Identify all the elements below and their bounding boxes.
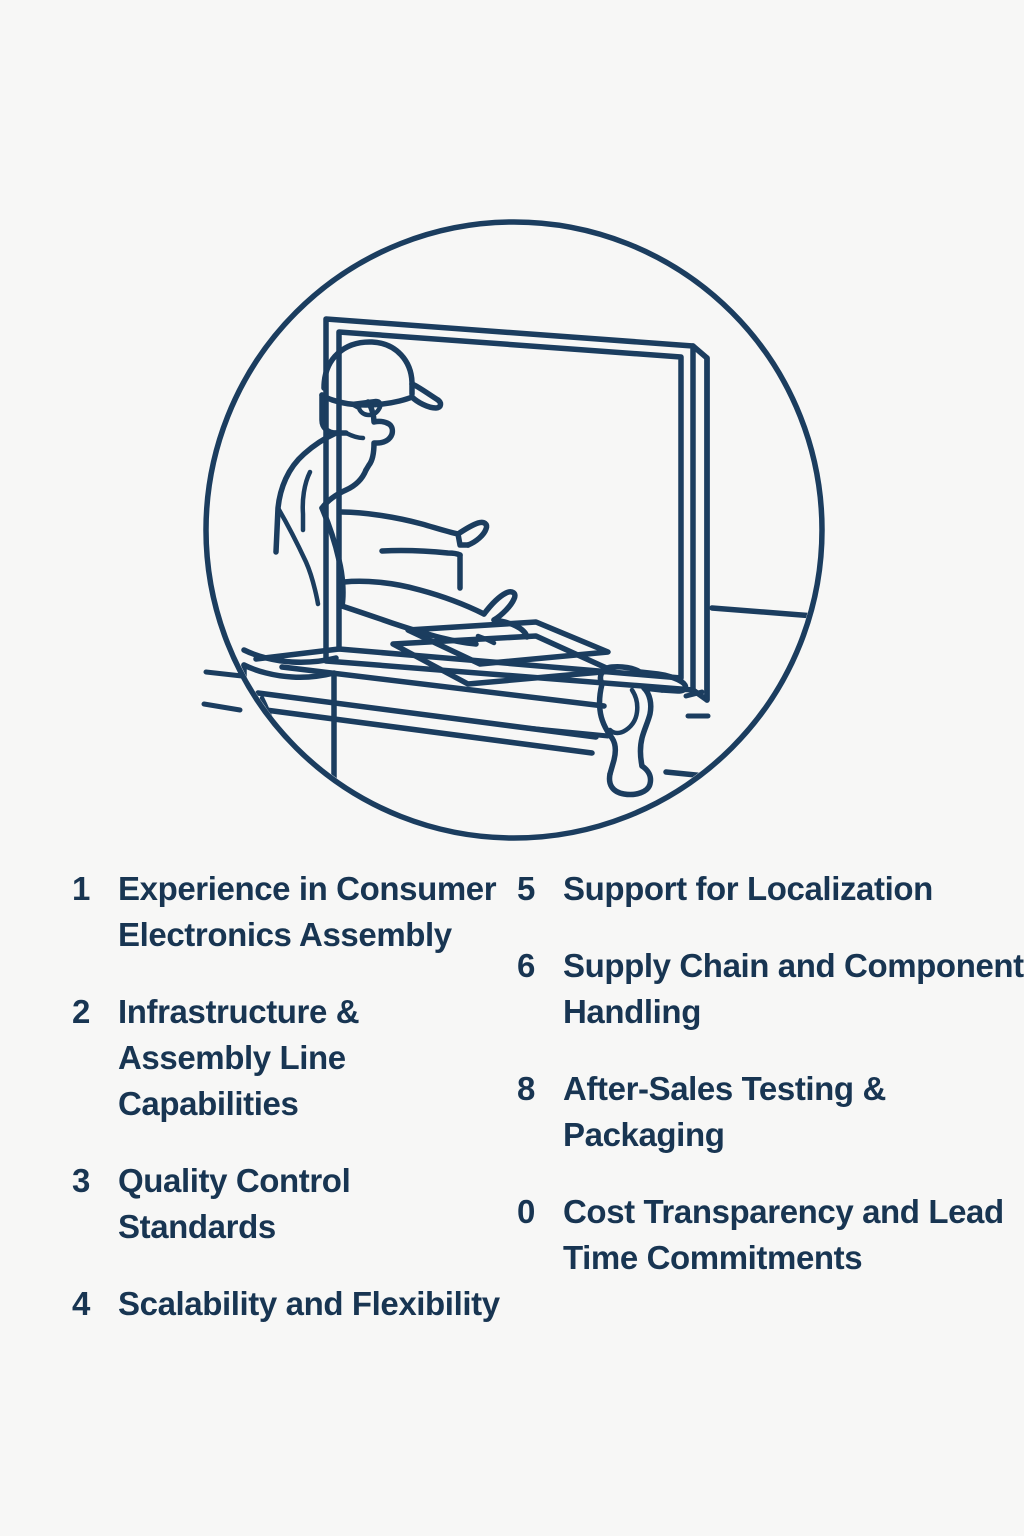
list-item-label: Experience in Consumer Electronics Assem… — [118, 870, 497, 953]
power-drill-icon — [596, 664, 689, 798]
cap-crown-icon — [321, 339, 415, 397]
neck-front-icon — [319, 467, 369, 511]
lower-arm-icon — [341, 578, 487, 617]
tv-screen-outer-icon — [323, 316, 696, 693]
list-item-label: Cost Transparency and Lead Time Commitme… — [563, 1193, 1004, 1276]
list-item: 8 After-Sales Testing & Packaging — [517, 1066, 1024, 1158]
floor-line-icon — [709, 605, 817, 619]
upper-arm-icon — [339, 509, 461, 537]
list-item-number: 8 — [517, 1070, 536, 1107]
motion-marks-icon — [201, 669, 711, 739]
safety-glasses-icon — [349, 398, 383, 418]
hand-lower-icon — [481, 589, 518, 623]
floor-line-2-icon — [663, 769, 719, 780]
list-item-label: Supply Chain and Component Handling — [563, 947, 1024, 1030]
list-item-number: 0 — [517, 1193, 536, 1230]
waistband-lower-icon — [241, 662, 337, 680]
checklist: 1 Experience in Consumer Electronics Ass… — [0, 866, 1024, 1358]
waistband-icon — [241, 647, 339, 665]
list-item-number: 2 — [72, 993, 91, 1030]
list-item: 6 Supply Chain and Component Handling — [517, 943, 1024, 1035]
list-item-number: 1 — [72, 870, 91, 907]
sleeve-fold-icon — [300, 469, 313, 533]
list-item-label: Infrastructure & Assembly Line Capabilit… — [118, 993, 360, 1122]
illustration-panel — [201, 219, 825, 841]
checklist-column-left: 1 Experience in Consumer Electronics Ass… — [0, 866, 505, 1358]
shoulder-back-icon — [273, 430, 339, 555]
list-item: 3 Quality Control Standards — [72, 1158, 505, 1250]
list-item-label: Support for Localization — [563, 870, 933, 907]
list-item-number: 4 — [72, 1285, 91, 1322]
checklist-column-right: 5 Support for Localization 6 Supply Chai… — [505, 866, 1024, 1312]
keyboard-panel-icon — [405, 619, 611, 667]
list-item: 2 Infrastructure & Assembly Line Capabil… — [72, 989, 505, 1127]
list-item: 1 Experience in Consumer Electronics Ass… — [72, 866, 505, 958]
list-item-label: Scalability and Flexibility — [118, 1285, 500, 1322]
assembly-illustration — [201, 219, 825, 841]
hand-upper-icon — [455, 519, 490, 548]
circle-frame-icon — [203, 219, 825, 841]
tv-screen-inner-icon — [336, 329, 684, 681]
list-item: 5 Support for Localization — [517, 866, 1024, 912]
list-item-label: Quality Control Standards — [118, 1162, 351, 1245]
torso-front-icon — [319, 505, 346, 609]
list-item-number: 5 — [517, 870, 536, 907]
list-item-number: 6 — [517, 947, 536, 984]
forearm-lower-icon — [379, 547, 463, 558]
list-item: 0 Cost Transparency and Lead Time Commit… — [517, 1189, 1024, 1281]
list-item-number: 3 — [72, 1162, 91, 1199]
hand-wrist-icon — [339, 603, 479, 647]
list-item-label: After-Sales Testing & Packaging — [563, 1070, 886, 1153]
face-profile-icon — [363, 399, 396, 473]
list-item: 4 Scalability and Flexibility — [72, 1281, 505, 1327]
